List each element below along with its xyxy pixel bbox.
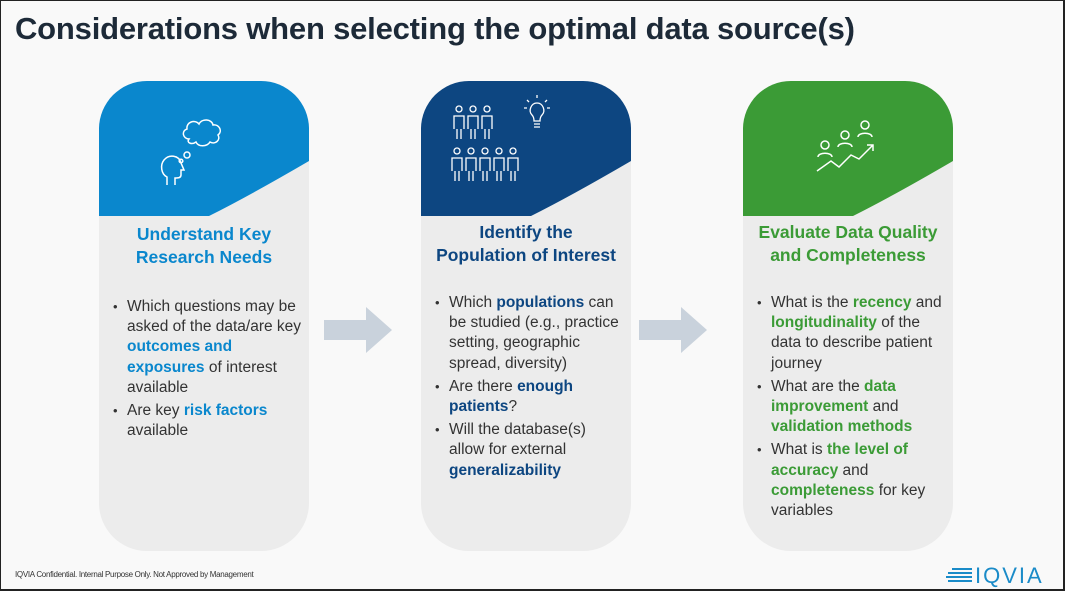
bullet-highlight: generalizability — [449, 461, 561, 479]
heading-line: Identify the — [479, 222, 573, 242]
bullet-text: What is the — [771, 294, 853, 311]
card-heading: Evaluate Data Quality and Completeness — [743, 221, 953, 267]
heading-line: Evaluate Data Quality — [758, 222, 938, 242]
bullet-highlight: risk factors — [183, 402, 268, 420]
bullet-highlight: populations — [496, 294, 585, 311]
bullet-item: Are there enough patients? — [435, 377, 625, 417]
heading-line: Population of Interest — [436, 245, 616, 265]
bullet-item: What is the level of accuracy and comple… — [757, 440, 947, 521]
heading-line: and Completeness — [770, 245, 926, 265]
bullet-highlight: enough patients — [449, 377, 574, 416]
arrow-right-icon — [324, 307, 392, 353]
heading-line: Understand Key — [136, 224, 272, 244]
bullet-highlight: the level of accuracy — [771, 441, 908, 479]
bullet-text: What are the — [771, 377, 865, 395]
card-data-quality: Evaluate Data Quality and Completeness Wh… — [743, 81, 953, 551]
bullet-text: for key variables — [771, 481, 926, 520]
bullet-item: What is the recency and longitudinality … — [757, 293, 947, 374]
bullet-highlight: completeness — [771, 481, 875, 499]
bullet-text: Are there — [449, 377, 518, 395]
bullet-item: What are the data improvement and valida… — [757, 377, 947, 438]
bullet-text: Which questions may be asked of the data… — [127, 298, 302, 336]
population-lightbulb-icon — [451, 95, 550, 182]
bullet-text: of interest available — [127, 358, 277, 396]
bullet-text: and — [868, 398, 899, 416]
iqvia-logo: IQVIA — [946, 563, 1044, 589]
heading-line: Research Needs — [135, 247, 273, 267]
card-header — [421, 81, 631, 216]
bullet-text: Are key — [127, 402, 184, 420]
bullet-text: Which — [449, 294, 497, 311]
bullet-list: Which populations can be studied (e.g., … — [435, 293, 625, 484]
bullet-text: of the data to describe patient journey — [771, 314, 933, 372]
bullet-item: Which populations can be studied (e.g., … — [435, 293, 625, 374]
logo-stripes-icon — [946, 568, 972, 582]
bullet-highlight: outcomes and exposures — [127, 338, 233, 376]
arrow-right-icon — [639, 307, 707, 353]
card-header — [99, 81, 309, 216]
logo-text: IQVIA — [975, 563, 1044, 588]
slide-title: Considerations when selecting the optima… — [15, 11, 855, 46]
bullet-text: available — [127, 422, 189, 440]
bullet-item: Will the database(s) allow for external … — [435, 420, 625, 481]
bullet-text: can be studied (e.g., practice setting, … — [449, 294, 619, 372]
bullet-highlight: data improvement — [771, 377, 896, 416]
bullet-text: What is — [771, 441, 827, 459]
bullet-highlight: validation methods — [771, 418, 913, 436]
bullet-item: Which questions may be asked of the data… — [113, 297, 303, 398]
bullet-text: and — [838, 461, 869, 479]
bullet-text: ? — [508, 398, 518, 416]
thought-bubble-head-icon — [160, 119, 221, 185]
bullet-highlight: longitudinality — [771, 314, 877, 332]
confidentiality-footer: IQVIA Confidential. Internal Purpose Onl… — [15, 570, 254, 579]
card-header — [743, 81, 953, 216]
bullet-text: Will the database(s) allow for external — [449, 421, 586, 459]
bullet-list: What is the recency and longitudinality … — [757, 293, 947, 524]
bullet-item: Are key risk factors available — [113, 401, 303, 441]
bullet-list: Which questions may be asked of the data… — [113, 297, 303, 444]
people-growth-chart-icon — [816, 120, 874, 172]
bullet-text: and — [911, 294, 942, 311]
bullet-highlight: recency — [852, 294, 912, 311]
